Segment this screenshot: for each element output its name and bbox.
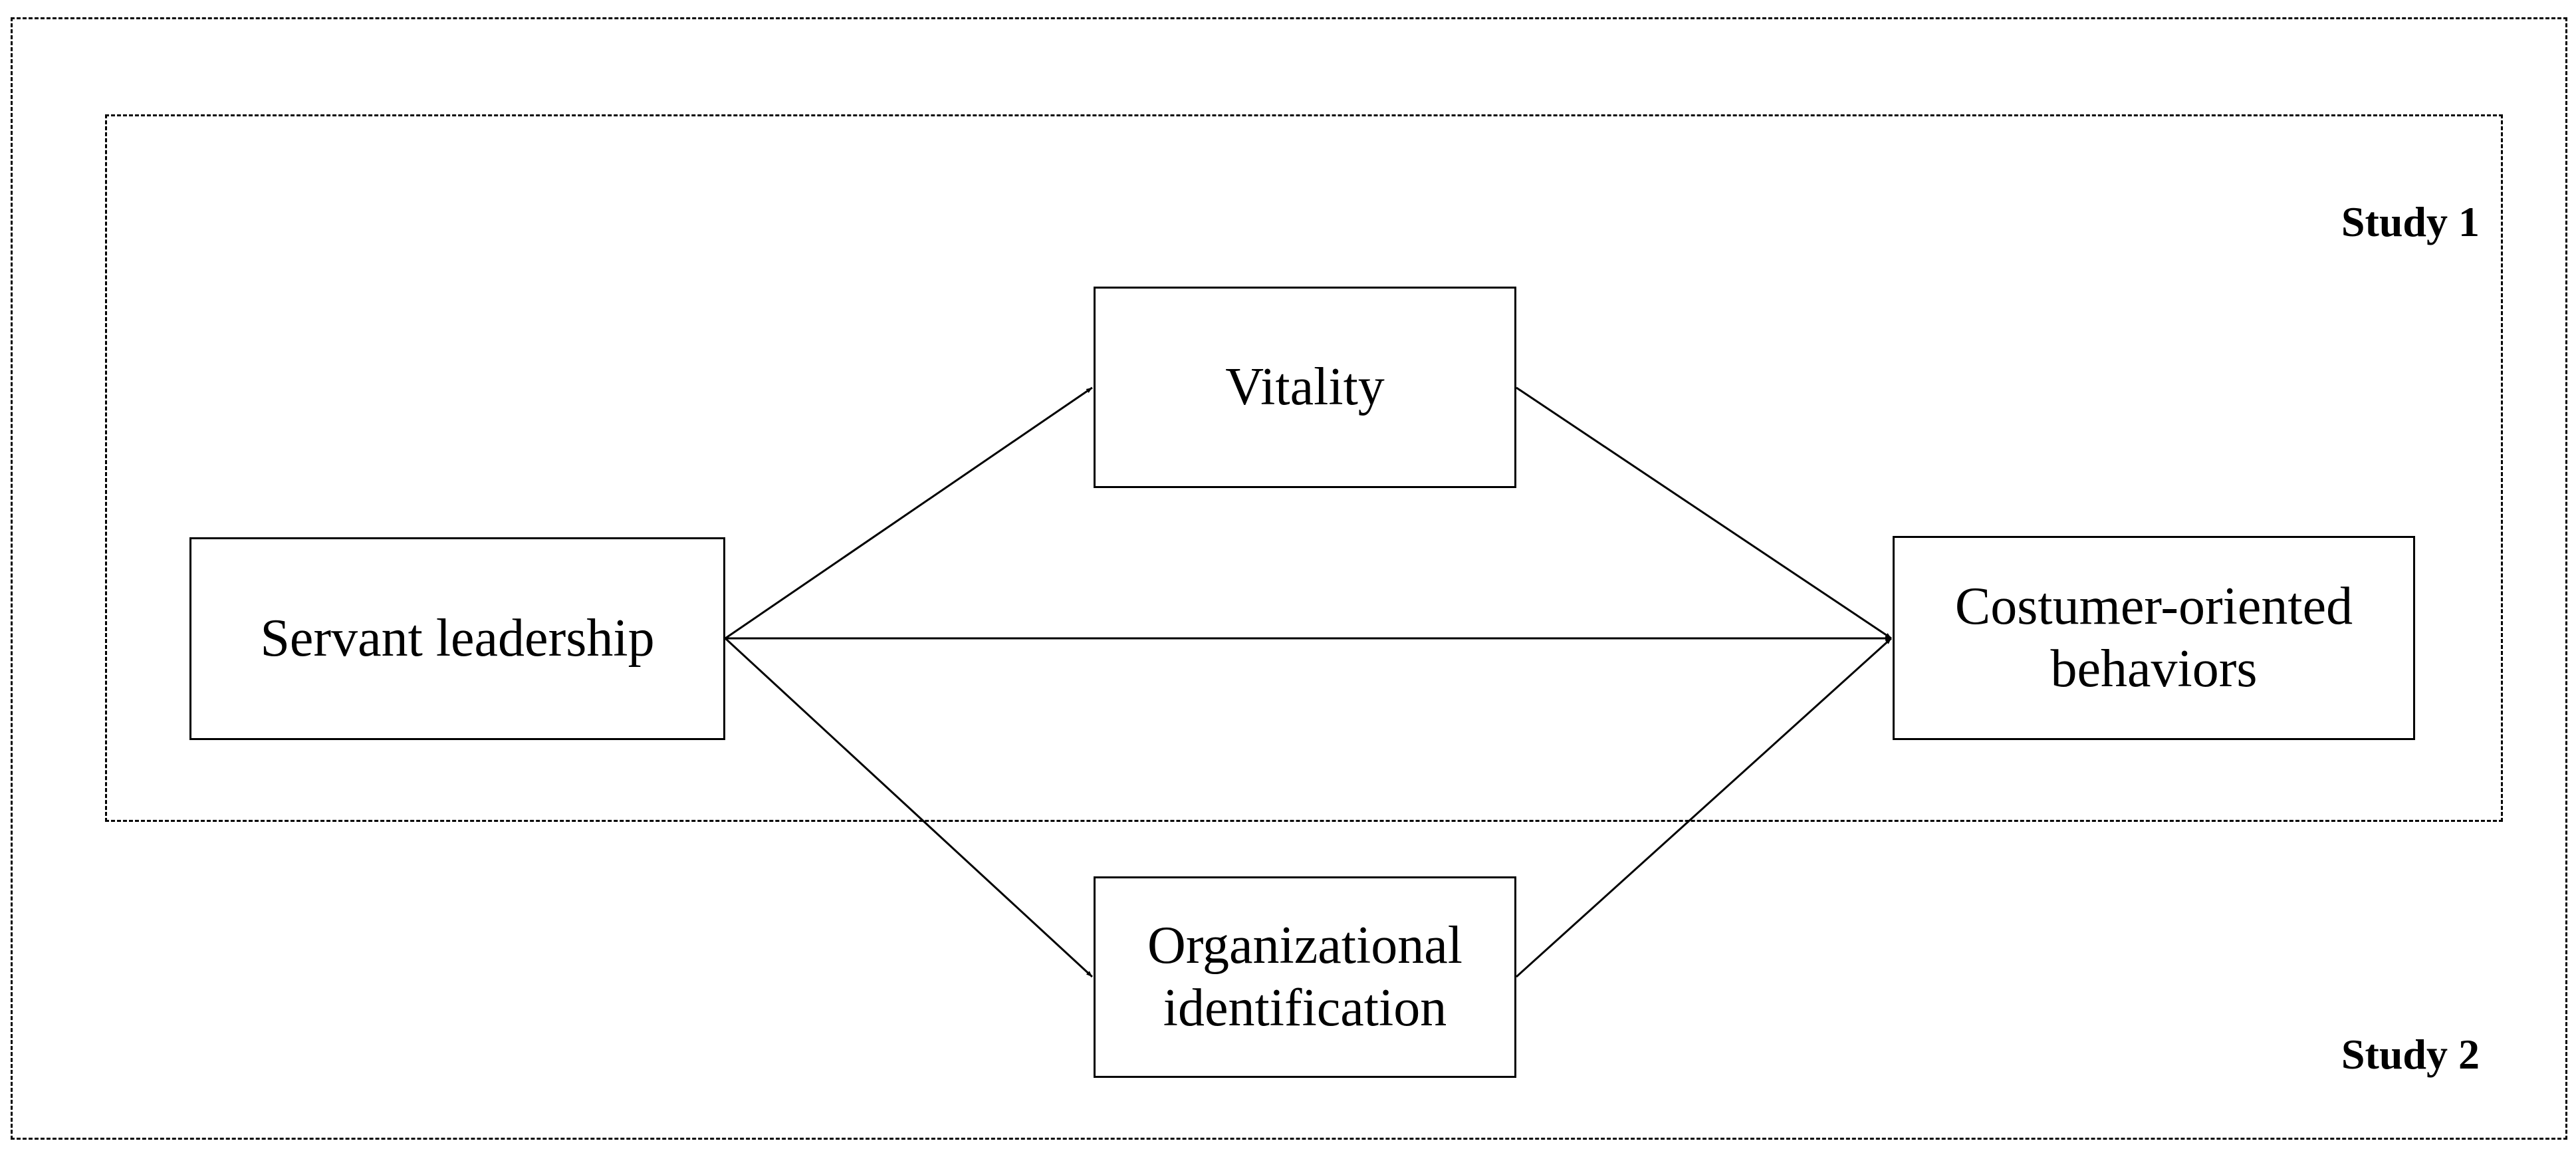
organizational-identification-label-line-1: Organizational (1147, 916, 1463, 975)
costumer-oriented-behaviors-node: Costumer-oriented behaviors (1893, 536, 2415, 740)
vitality-node: Vitality (1094, 287, 1516, 488)
costumer-oriented-label-line-1: Costumer-oriented (1954, 576, 2353, 636)
study-2-frame (11, 17, 2567, 1140)
arrow-servant-to-vitality (725, 386, 1093, 640)
organizational-identification-label-line-2: identification (1163, 978, 1447, 1037)
study-1-label: Study 1 (2341, 198, 2480, 245)
study-1-frame (105, 114, 2503, 822)
organizational-identification-node: Organizational identification (1094, 876, 1516, 1078)
vitality-label: Vitality (1225, 357, 1385, 416)
arrow-servant-to-orgid (724, 637, 1094, 978)
study-2-label: Study 2 (2341, 1031, 2480, 1078)
costumer-oriented-label-line-2: behaviors (2050, 639, 2258, 698)
arrow-orgid-to-costumer (1515, 637, 1893, 978)
servant-leadership-node: Servant leadership (189, 537, 725, 740)
servant-leadership-label: Servant leadership (260, 608, 655, 668)
arrow-vitality-to-costumer (1516, 386, 1892, 640)
